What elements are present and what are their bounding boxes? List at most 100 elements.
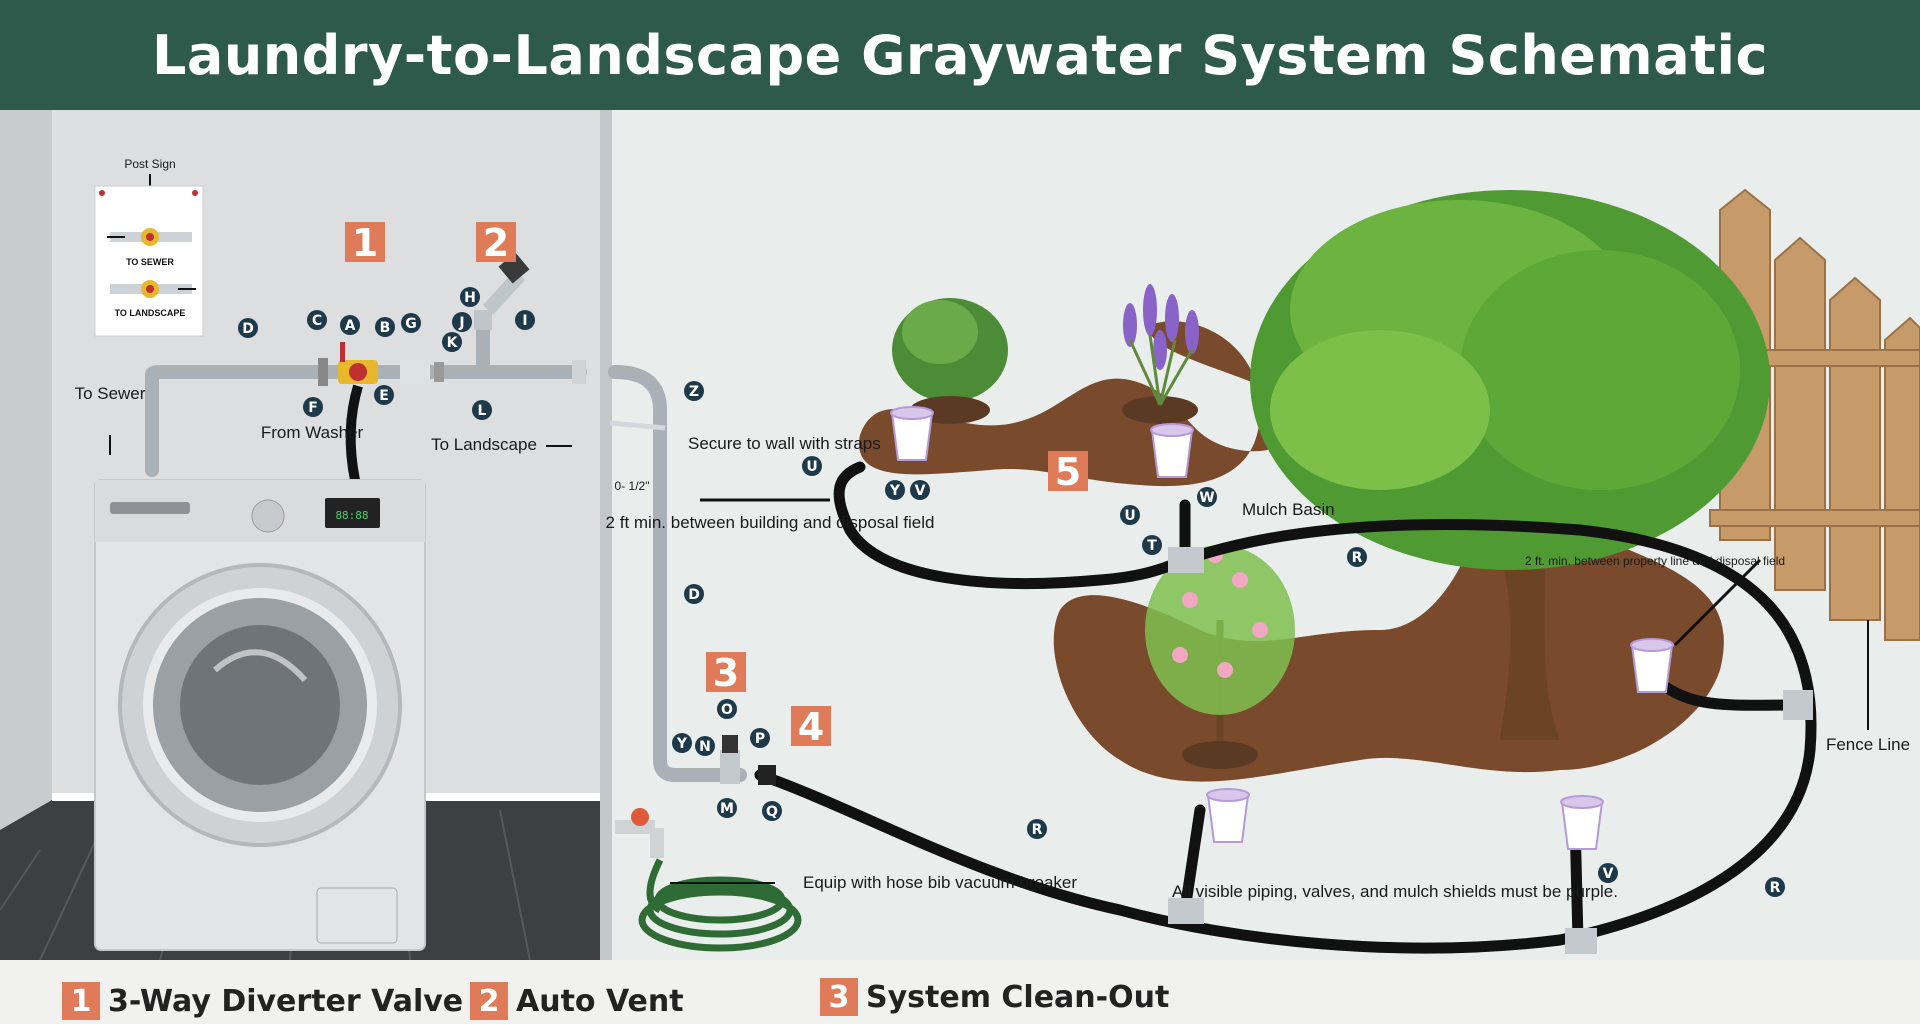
badge-3: 3 xyxy=(706,651,746,695)
pipe-size-label: 0- 1/2" xyxy=(615,479,650,493)
part-tag-v: V xyxy=(910,480,930,500)
part-tag-a: A xyxy=(340,315,360,335)
legend: 1 3-Way Diverter Valve 2 Auto Vent 3 Sys… xyxy=(0,960,1920,1024)
svg-text:3: 3 xyxy=(713,651,739,695)
svg-text:5: 5 xyxy=(1055,450,1081,494)
part-tag-h: H xyxy=(460,287,480,307)
svg-text:Z: Z xyxy=(689,384,699,400)
svg-text:V: V xyxy=(915,483,926,499)
svg-text:W: W xyxy=(1199,490,1214,506)
svg-text:Y: Y xyxy=(889,483,901,499)
title-bar: Laundry-to-Landscape Graywater System Sc… xyxy=(0,0,1920,110)
property-line-label: 2 ft. min. between property line and dis… xyxy=(1525,554,1785,568)
pipe-end-cap xyxy=(572,360,586,384)
purple-note: All visible piping, valves, and mulch sh… xyxy=(1172,882,1618,901)
property-distance-arrow xyxy=(1673,558,1762,647)
legend-num: 2 xyxy=(470,982,508,1020)
svg-text:A: A xyxy=(345,318,356,334)
from-washer-label: From Washer xyxy=(261,423,364,442)
legend-item-diverter: 1 3-Way Diverter Valve xyxy=(62,982,463,1020)
part-tag-u: U xyxy=(802,456,822,476)
part-tag-d: D xyxy=(238,318,258,338)
sign-to-sewer: TO SEWER xyxy=(126,257,174,267)
legend-text: System Clean-Out xyxy=(866,979,1170,1015)
svg-text:R: R xyxy=(1352,550,1363,566)
svg-text:U: U xyxy=(806,459,817,475)
clean-out xyxy=(720,735,776,785)
part-tag-k: K xyxy=(442,332,462,352)
part-tag-r: R xyxy=(1765,877,1785,897)
tree xyxy=(1250,190,1770,740)
legend-num: 3 xyxy=(820,978,858,1016)
badge-2: 2 xyxy=(476,221,516,265)
part-tag-w: W xyxy=(1197,487,1217,507)
wall-edge xyxy=(600,110,612,960)
part-tag-l: L xyxy=(472,400,492,420)
part-tag-q: Q xyxy=(762,801,782,821)
svg-text:D: D xyxy=(688,587,700,603)
part-tag-z: Z xyxy=(684,381,704,401)
part-tag-e: E xyxy=(374,385,394,405)
mulch-shields xyxy=(890,406,1674,850)
mulch-basin-label: Mulch Basin xyxy=(1242,500,1335,519)
part-tag-t: T xyxy=(1142,535,1162,555)
svg-text:C: C xyxy=(312,313,322,329)
svg-text:I: I xyxy=(522,313,527,329)
part-tag-d: D xyxy=(684,584,704,604)
legend-item-auto-vent: 2 Auto Vent xyxy=(470,982,684,1020)
part-tag-r: R xyxy=(1347,547,1367,567)
legend-num: 1 xyxy=(62,982,100,1020)
garden-hose xyxy=(638,858,802,952)
svg-text:P: P xyxy=(755,731,765,747)
svg-text:D: D xyxy=(242,321,254,337)
svg-text:K: K xyxy=(447,335,459,351)
part-tag-g: G xyxy=(401,313,421,333)
svg-text:R: R xyxy=(1032,822,1043,838)
part-tag-i: I xyxy=(515,310,535,330)
part-tag-f: F xyxy=(303,397,323,417)
svg-text:Q: Q xyxy=(766,804,778,820)
secure-wall-label: Secure to wall with straps xyxy=(688,434,881,453)
flowering-shrub xyxy=(1145,545,1295,769)
svg-text:L: L xyxy=(478,403,487,419)
graywater-diagram: Post Sign TO SEWER TO LANDSCAPE xyxy=(0,110,1920,960)
svg-text:V: V xyxy=(1603,866,1614,882)
tee-fittings xyxy=(1168,547,1813,954)
part-tag-y: Y xyxy=(672,733,692,753)
part-tag-p: P xyxy=(750,728,770,748)
legend-text: Auto Vent xyxy=(516,983,684,1019)
svg-text:R: R xyxy=(1770,880,1781,896)
part-tag-u: U xyxy=(1120,505,1140,525)
badge-5: 5 xyxy=(1048,450,1088,494)
washer-drain-hose xyxy=(345,384,363,481)
svg-text:T: T xyxy=(1147,538,1157,554)
part-tag-o: O xyxy=(717,699,737,719)
badge-1: 1 xyxy=(345,221,385,265)
svg-text:N: N xyxy=(699,739,711,755)
svg-text:4: 4 xyxy=(798,705,824,749)
post-sign-label: Post Sign xyxy=(124,157,175,171)
diverter-valve xyxy=(318,342,444,386)
washing-machine: 88:88 xyxy=(94,479,426,951)
legend-item-clean-out: 3 System Clean-Out xyxy=(820,978,1169,1016)
part-tag-r: R xyxy=(1027,819,1047,839)
svg-text:1: 1 xyxy=(352,221,378,265)
svg-text:B: B xyxy=(380,320,391,336)
svg-text:F: F xyxy=(308,400,318,416)
hose-bib xyxy=(615,808,664,858)
part-tag-j: J xyxy=(452,312,472,332)
fence-line-label: Fence Line xyxy=(1826,735,1910,754)
svg-text:O: O xyxy=(721,702,733,718)
svg-text:E: E xyxy=(379,388,389,404)
min-building-label: 2 ft min. between building and disposal … xyxy=(606,513,935,532)
svg-text:U: U xyxy=(1124,508,1135,524)
part-tag-m: M xyxy=(717,798,737,818)
hose-bib-label: Equip with hose bib vacuum breaker xyxy=(803,873,1077,892)
legend-text: 3-Way Diverter Valve xyxy=(108,983,464,1019)
wall-strap xyxy=(609,420,666,431)
part-tag-b: B xyxy=(375,317,395,337)
to-landscape-label: To Landscape xyxy=(431,435,537,454)
part-tag-c: C xyxy=(307,310,327,330)
badge-4: 4 xyxy=(791,705,831,749)
